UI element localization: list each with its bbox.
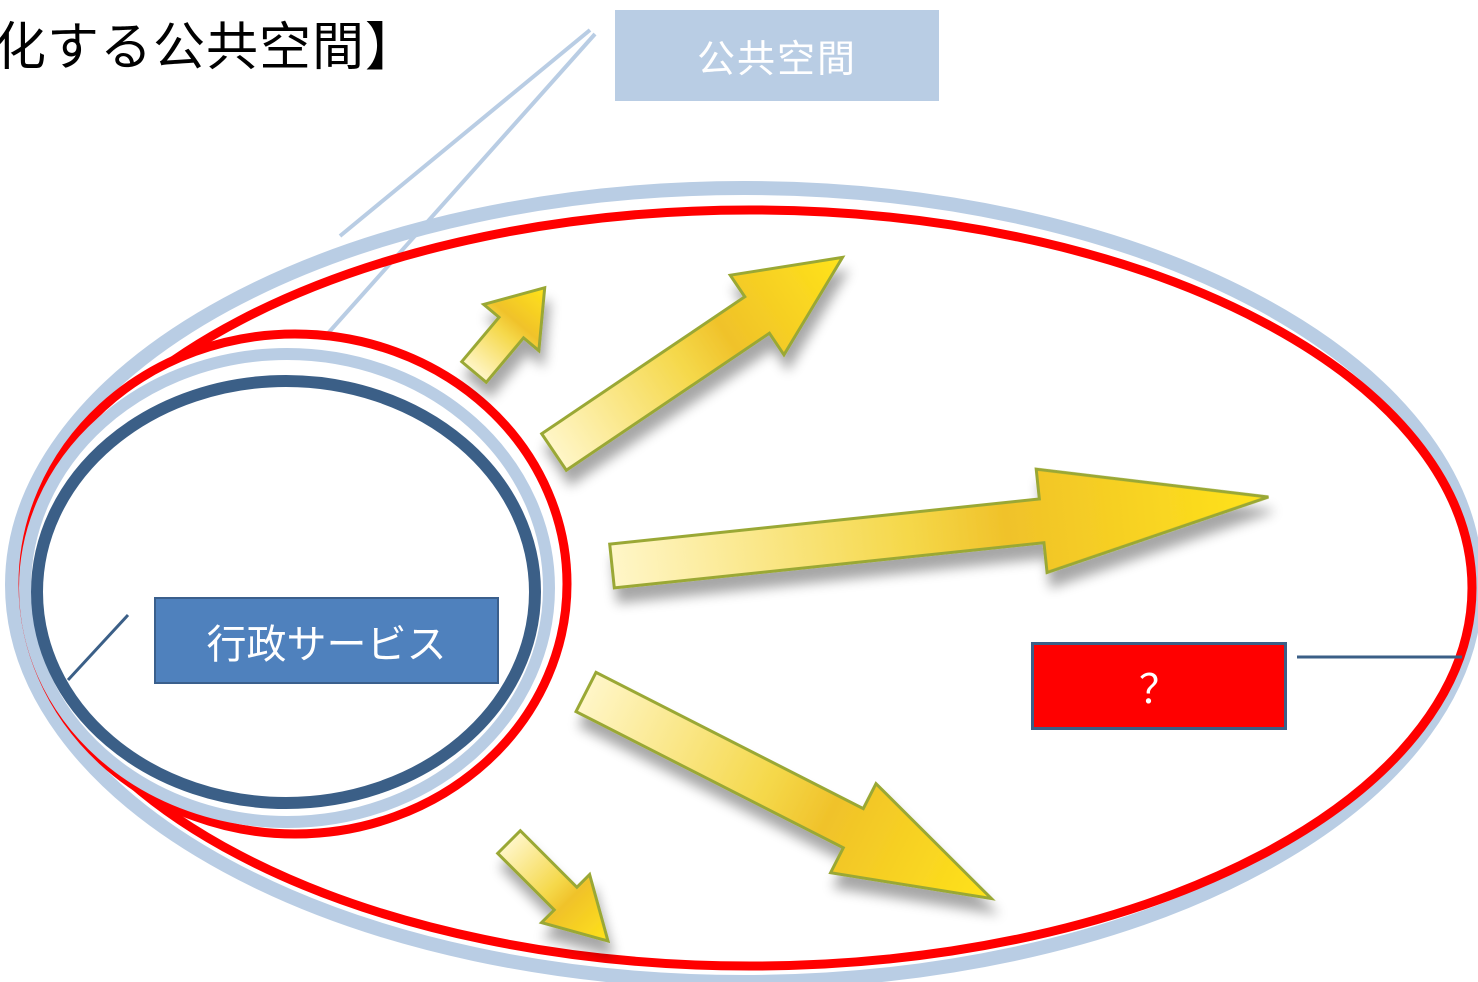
slide-title: 化する公共空間】 (0, 18, 419, 78)
connector-line-public-1 (338, 28, 592, 238)
inner-halo-ring (19, 348, 555, 828)
arrow-upper-small (459, 285, 547, 385)
unknown-label: ？ (1031, 642, 1287, 730)
arrow-lower (573, 670, 996, 901)
arrow-upper-long (539, 255, 846, 473)
government-services-label: 行政サービス (154, 597, 499, 684)
connector-line-public-2 (320, 32, 597, 342)
connector-line-government (66, 613, 130, 682)
public-space-label: 公共空間 (615, 10, 939, 101)
arrow-bottom-small (495, 828, 611, 944)
government-services-circle (31, 375, 541, 809)
arrow-middle (608, 467, 1269, 590)
